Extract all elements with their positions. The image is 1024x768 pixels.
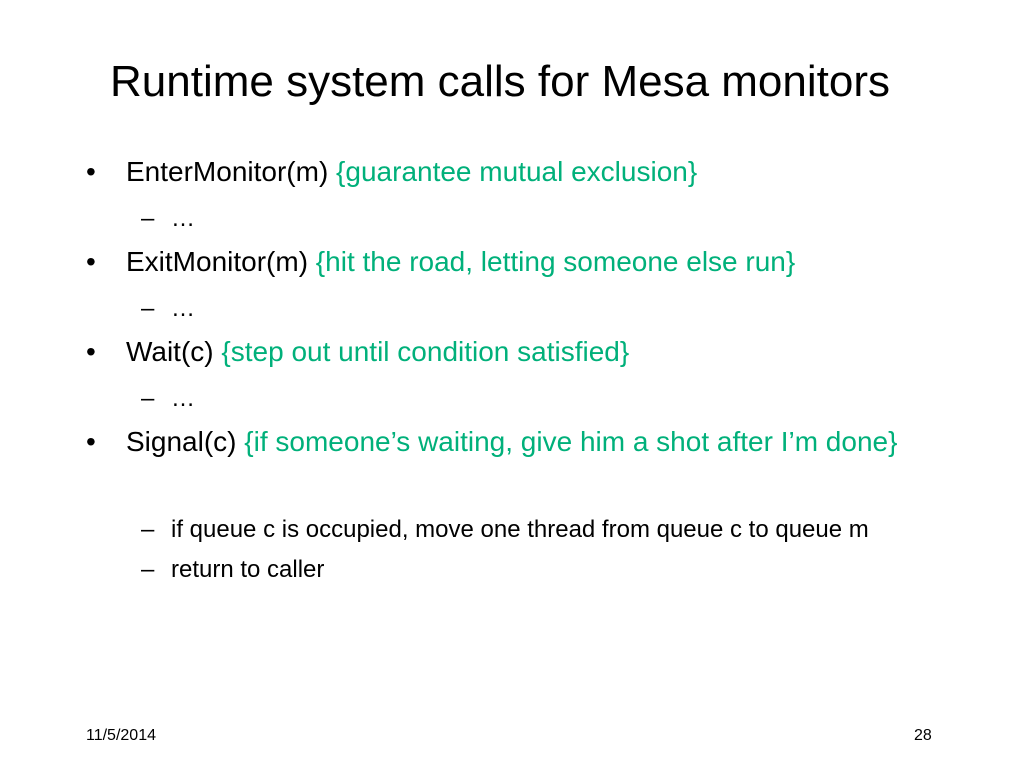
- bullet-marker: •: [86, 336, 96, 367]
- sub-item-text: …: [171, 385, 195, 412]
- call-description: {hit the road, letting someone else run}: [315, 246, 796, 277]
- call-description: {step out until condition satisfied}: [221, 336, 630, 367]
- call-name: Signal(c): [126, 426, 237, 457]
- sub-item: – …: [141, 384, 195, 414]
- dash-marker: –: [141, 385, 155, 412]
- slide-title: Runtime system calls for Mesa monitors: [110, 57, 890, 106]
- bullet-item-exit-monitor: • ExitMonitor(m) {hit the road, letting …: [86, 245, 1006, 279]
- dash-marker: –: [141, 556, 155, 583]
- call-description: {if someone’s waiting, give him a shot a…: [244, 426, 898, 457]
- page-number: 28: [914, 727, 932, 744]
- call-name: Wait(c): [126, 336, 214, 367]
- bullet-item-enter-monitor: • EnterMonitor(m) {guarantee mutual excl…: [86, 155, 1006, 189]
- dash-marker: –: [141, 205, 155, 232]
- dash-marker: –: [141, 516, 155, 543]
- sub-item-text: return to caller: [171, 556, 325, 583]
- sub-item: – …: [141, 204, 195, 234]
- sub-item: – …: [141, 294, 195, 324]
- sub-item-text: …: [171, 295, 195, 322]
- bullet-item-signal: • Signal(c) {if someone’s waiting, give …: [86, 425, 1006, 459]
- bullet-marker: •: [86, 156, 96, 187]
- sub-item-text: if queue c is occupied, move one thread …: [171, 516, 869, 543]
- bullet-marker: •: [86, 246, 96, 277]
- dash-marker: –: [141, 295, 155, 322]
- call-description: {guarantee mutual exclusion}: [336, 156, 698, 187]
- sub-item: – return to caller: [141, 555, 325, 585]
- bullet-marker: •: [86, 426, 96, 457]
- call-name: EnterMonitor(m): [126, 156, 329, 187]
- sub-item-text: …: [171, 205, 195, 232]
- bullet-item-wait: • Wait(c) {step out until condition sati…: [86, 335, 1006, 369]
- call-name: ExitMonitor(m): [126, 246, 309, 277]
- footer-date: 11/5/2014: [86, 727, 156, 744]
- sub-item: – if queue c is occupied, move one threa…: [141, 515, 869, 545]
